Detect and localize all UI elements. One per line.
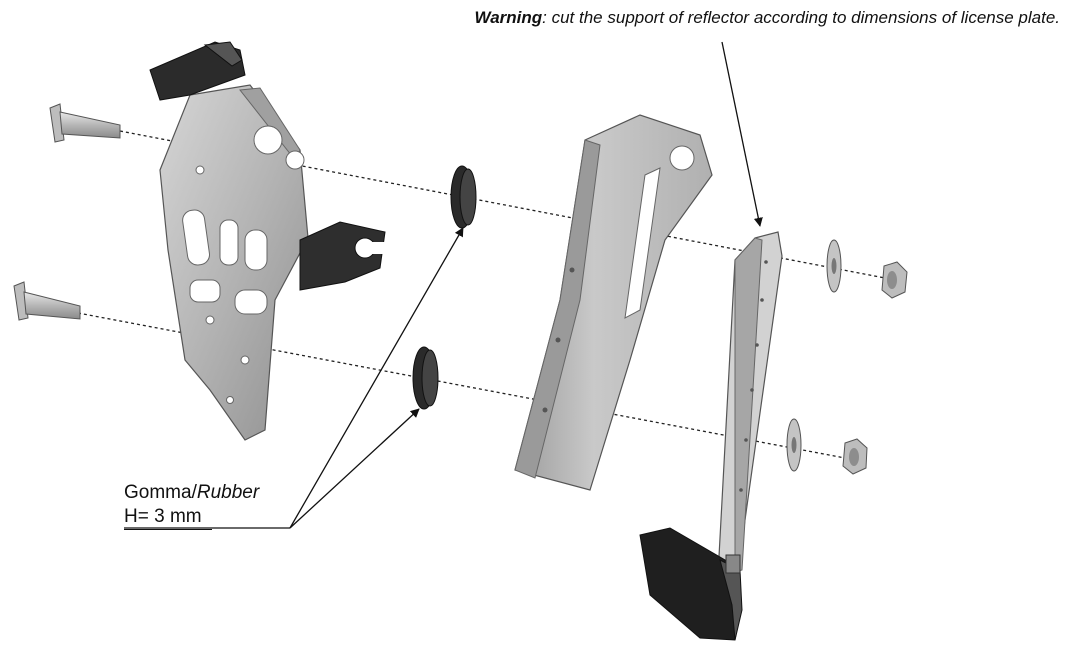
warning-note: Warning: cut the support of reflector ac… <box>300 8 1060 28</box>
lower-nut <box>842 438 868 475</box>
license-plate-holder <box>149 41 387 441</box>
warning-leader <box>721 41 763 227</box>
lower-flat-washer <box>786 418 802 472</box>
upper-flat-washer <box>826 239 842 293</box>
rubber-thickness: H= 3 mm <box>124 505 212 530</box>
upper-rubber-washer <box>450 165 477 229</box>
rubber-leader-lower <box>289 408 420 529</box>
leader-lines <box>124 41 763 529</box>
warning-keyword: Warning <box>474 8 543 27</box>
rubber-label-it: Gomma/ <box>124 482 197 503</box>
reflector-support <box>639 231 783 641</box>
upper-bolt <box>49 103 121 143</box>
lower-rubber-washer <box>412 346 439 410</box>
upper-nut <box>881 261 908 299</box>
mounting-bracket <box>514 114 713 491</box>
rubber-label: Gomma/Rubber H= 3 mm <box>124 481 259 530</box>
warning-text: : cut the support of reflector according… <box>542 8 1060 27</box>
rubber-label-en: Rubber <box>196 482 260 503</box>
lower-bolt <box>13 281 81 321</box>
lower-axis-line <box>77 312 846 459</box>
rubber-leader-upper <box>289 227 464 529</box>
